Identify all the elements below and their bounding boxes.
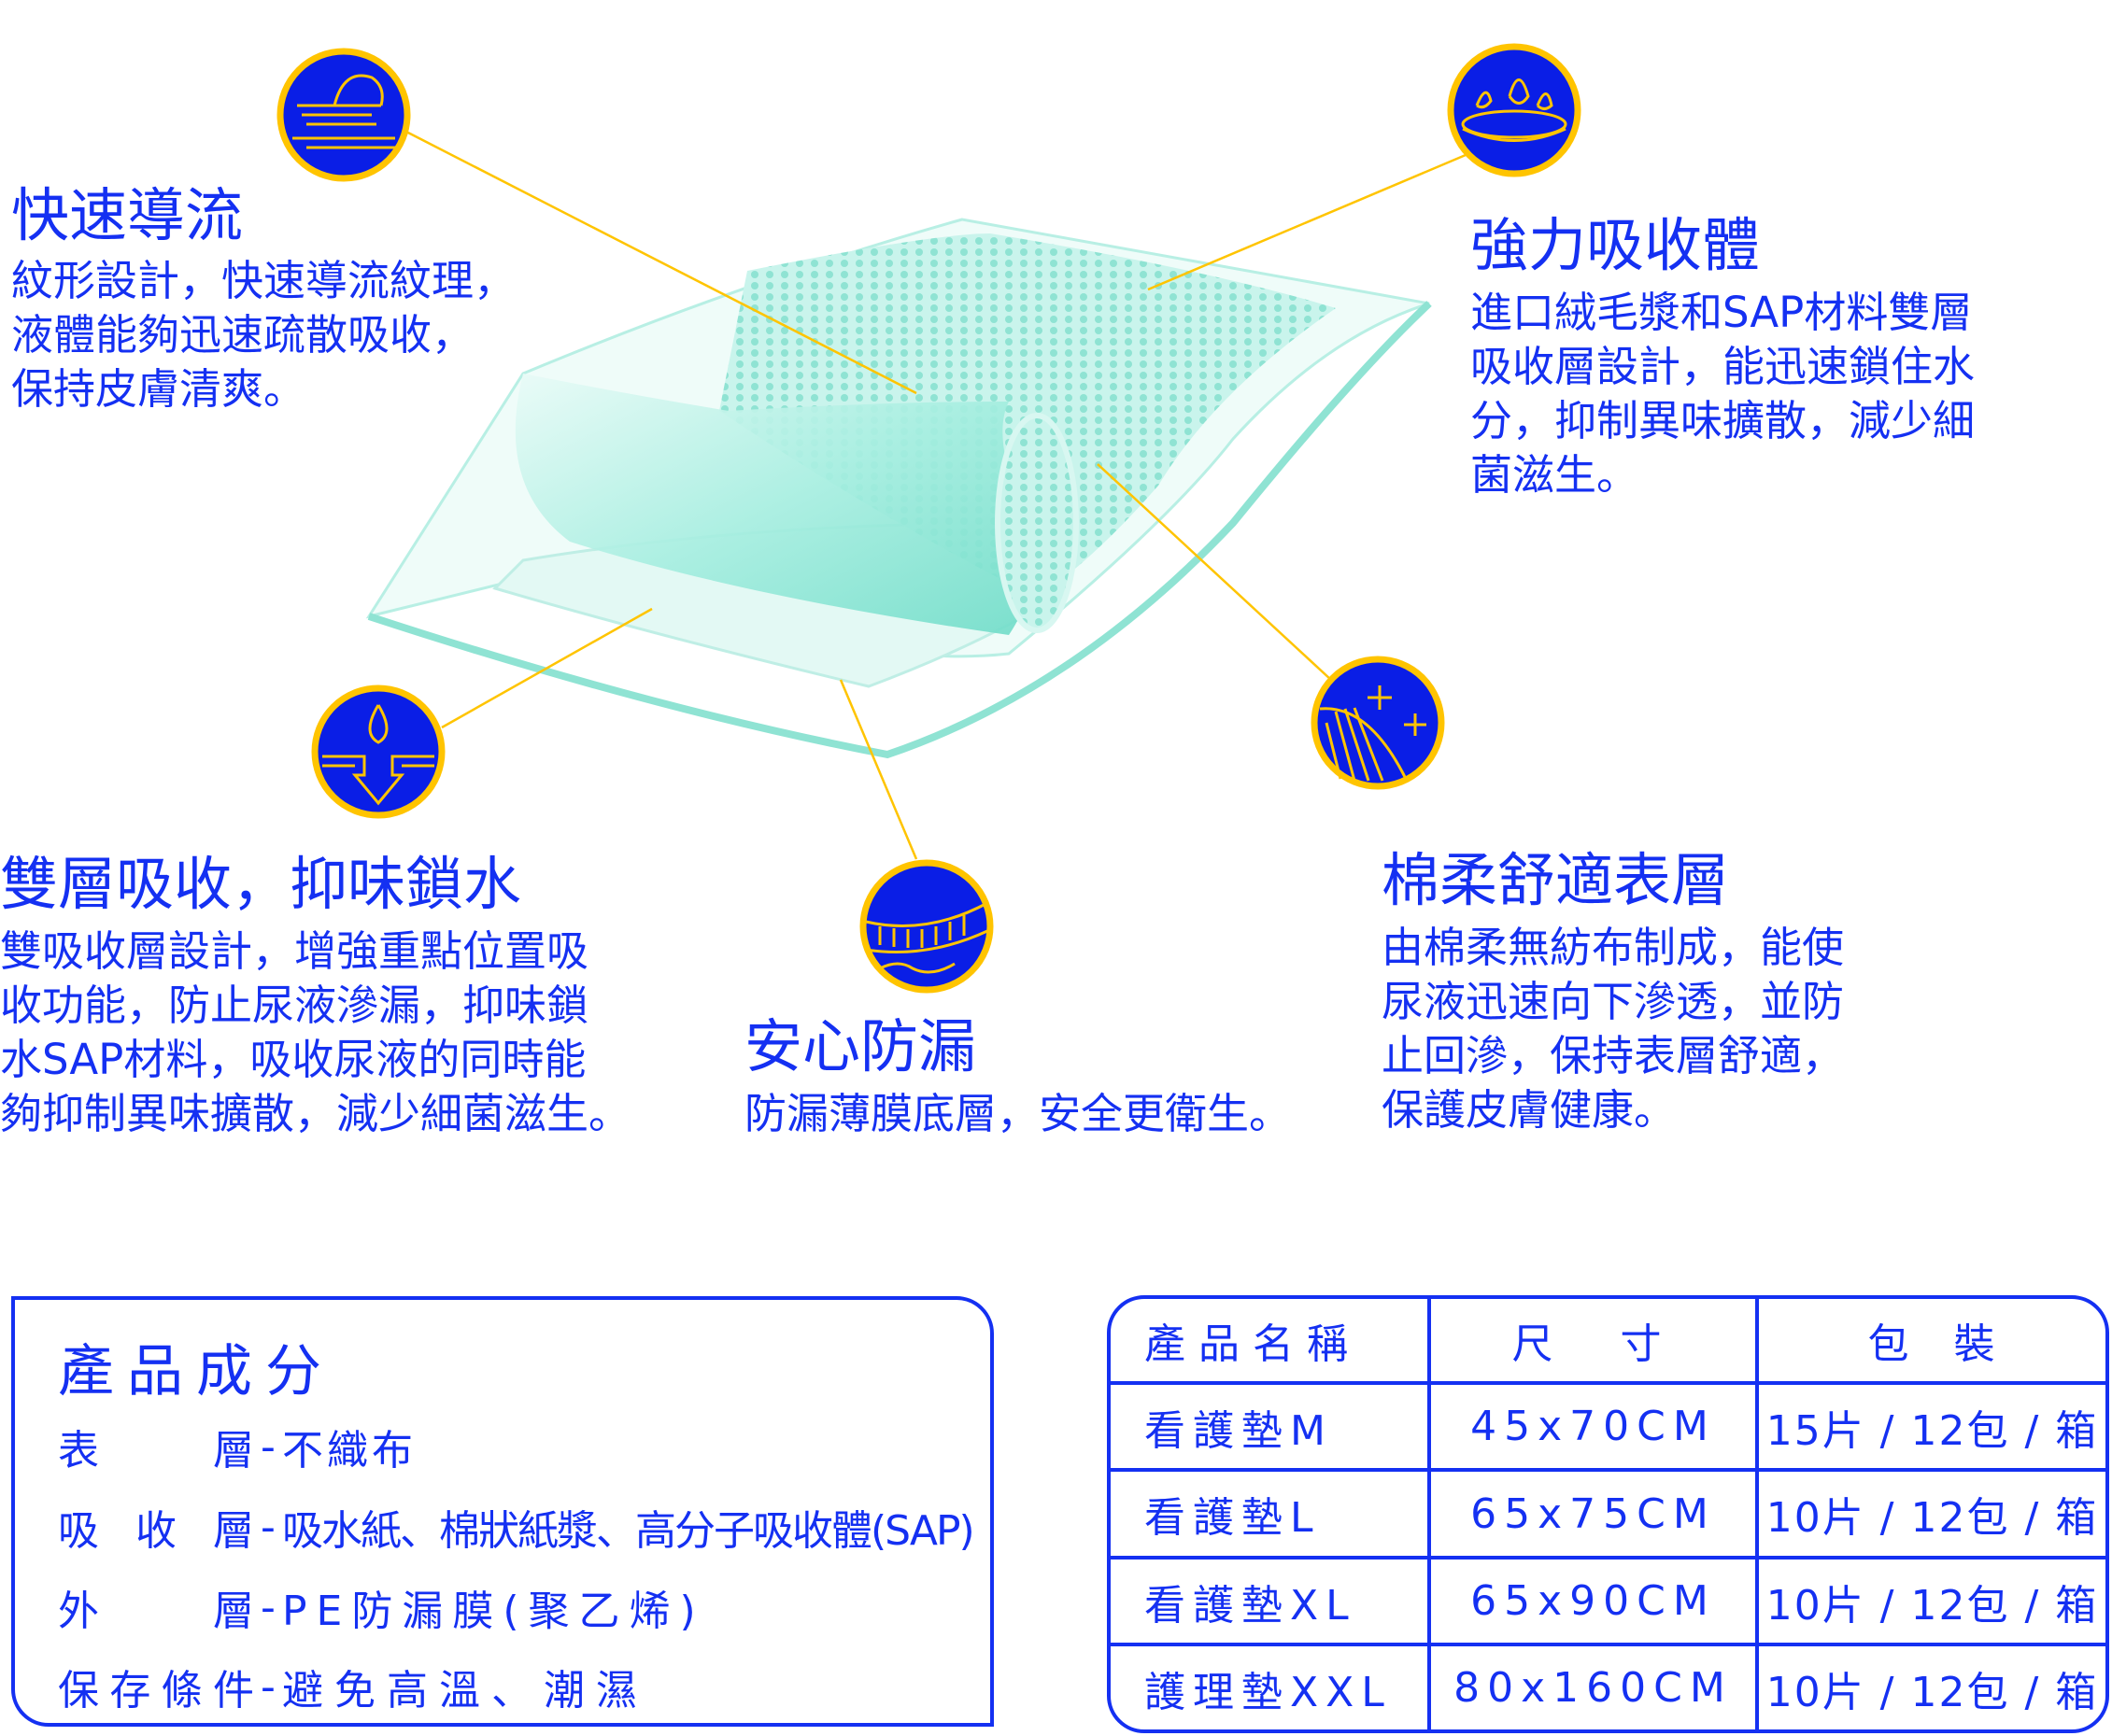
fast-flow-texture-icon [276,48,411,182]
cell-product-name: 護理墊XXL [1111,1643,1431,1729]
feature-title: 強力吸收體 [1470,211,1761,279]
water-drops-absorb-icon [1447,43,1581,177]
feature-text: 菌滋生。 [1470,450,1639,500]
feature-text: 止回滲，保持表層舒適， [1382,1031,1845,1080]
cell-size: 80x160CM [1427,1643,1759,1729]
feature-text: 水SAP材料，吸收尿液的同時能 [0,1035,587,1084]
table-header-row: 產品名稱 尺 寸 包 裝 [1111,1299,2105,1385]
leader-line [441,607,653,729]
feature-title: 安心防漏 [744,1012,977,1080]
table-row: 看護墊L 65x75CM 10片 / 12包 / 箱 [1111,1468,2105,1560]
feature-text: 夠抑制異味擴散，減少細菌滋生。 [0,1089,631,1138]
composition-label: 保存條件 [58,1667,254,1715]
feature-soft-surface: 棉柔舒適表層 由棉柔無紡布制成，能使 尿液迅速向下滲透，並防 止回滲，保持表層舒… [1382,848,1844,1137]
composition-row: 外層-PE防漏膜(聚乙烯) [58,1577,705,1637]
cell-size: 65x75CM [1427,1468,1759,1560]
cell-packaging: 10片 / 12包 / 箱 [1755,1468,2105,1560]
composition-value: 吸水紙、棉狀紙漿、高分子吸收體(SAP) [282,1507,975,1555]
leader-line [1147,153,1467,291]
composition-label: 外層 [58,1588,254,1635]
feature-double-absorb: 雙層吸收，抑味鎖水 雙吸收層設計，增強重點位置吸 收功能，防止尿液滲漏，抑味鎖 … [0,852,631,1141]
table-row: 看護墊M 45x70CM 15片 / 12包 / 箱 [1111,1380,2105,1473]
cell-product-name: 看護墊L [1111,1468,1431,1560]
cell-packaging: 10片 / 12包 / 箱 [1755,1643,2105,1729]
leak-proof-layer-icon [859,859,994,994]
feature-text: 收功能，防止尿液滲漏，抑味鎖 [0,981,589,1030]
soft-surface-sparkle-icon [1311,656,1445,790]
pad-roll [515,374,1034,635]
cell-product-name: 看護墊XL [1111,1555,1431,1647]
header-product-name: 產品名稱 [1111,1299,1431,1385]
composition-row: 吸收層-吸水紙、棉狀紙漿、高分子吸收體(SAP) [58,1497,975,1557]
cell-packaging: 15片 / 12包 / 箱 [1755,1380,2105,1473]
cell-packaging: 10片 / 12包 / 箱 [1755,1555,2105,1647]
separator: - [261,1422,276,1471]
header-packaging: 包 裝 [1755,1299,2105,1385]
feature-text: 防漏薄膜底層，安全更衛生。 [744,1089,1292,1138]
feature-text: 液體能夠迅速疏散吸收， [11,310,475,360]
product-spec-table: 產品名稱 尺 寸 包 裝 看護墊M 45x70CM 15片 / 12包 / 箱 … [1107,1295,2109,1733]
leader-line [404,129,917,395]
composition-value: 不織布 [282,1427,417,1475]
feature-text: 由棉柔無紡布制成，能使 [1382,923,1845,972]
feature-title: 雙層吸收，抑味鎖水 [0,850,522,918]
feature-text: 吸收層設計，能迅速鎖住水 [1470,342,1976,391]
pad-bottom-edge [367,301,1432,759]
composition-title: 產品成分 [58,1339,334,1404]
feature-text: 雙吸收層設計，增強重點位置吸 [0,926,589,976]
cell-size: 65x90CM [1427,1555,1759,1647]
composition-row: 保存條件-避免高溫、潮濕 [58,1657,648,1716]
composition-label: 表層 [58,1427,254,1475]
feature-text: 保持皮膚清爽。 [11,364,306,414]
feature-text: 保護皮膚健康。 [1382,1085,1677,1135]
feature-text: 進口絨毛漿和SAP材料雙層 [1470,288,1973,337]
feature-leak-proof: 安心防漏 防漏薄膜底層，安全更衛生。 [744,1014,1291,1141]
feature-text: 紋形設計，快速導流紋理， [11,256,517,305]
feature-title: 快速導流 [11,181,244,249]
feature-text: 尿液迅速向下滲透，並防 [1382,977,1845,1026]
product-illustration [276,43,1581,994]
feature-text: 分，抑制異味擴散，減少細 [1470,396,1976,445]
separator: - [261,1503,276,1551]
cell-product-name: 看護墊M [1111,1380,1431,1473]
feature-title: 棉柔舒適表層 [1382,846,1730,914]
composition-value: PE防漏膜(聚乙烯) [282,1588,705,1635]
table-row: 護理墊XXL 80x160CM 10片 / 12包 / 箱 [1111,1643,2105,1729]
leader-line [839,679,918,860]
cell-size: 45x70CM [1427,1380,1759,1473]
header-size: 尺 寸 [1427,1299,1759,1385]
feature-strong-absorbent: 強力吸收體 進口絨毛漿和SAP材料雙層 吸收層設計，能迅速鎖住水 分，抑制異味擴… [1470,213,1975,502]
pad-roll-end [995,413,1079,633]
feature-fast-flow: 快速導流 紋形設計，快速導流紋理， 液體能夠迅速疏散吸收， 保持皮膚清爽。 [11,183,516,416]
separator: - [261,1662,276,1711]
composition-row: 表層-不織布 [58,1417,417,1476]
drop-lock-icon [311,685,446,819]
composition-value: 避免高溫、潮濕 [282,1667,648,1715]
composition-panel: 產品成分 表層-不織布 吸收層-吸水紙、棉狀紙漿、高分子吸收體(SAP) 外層-… [11,1296,994,1727]
leader-line [1097,463,1332,681]
table-row: 看護墊XL 65x90CM 10片 / 12包 / 箱 [1111,1555,2105,1647]
composition-label: 吸收層 [58,1507,254,1555]
separator: - [261,1583,276,1631]
